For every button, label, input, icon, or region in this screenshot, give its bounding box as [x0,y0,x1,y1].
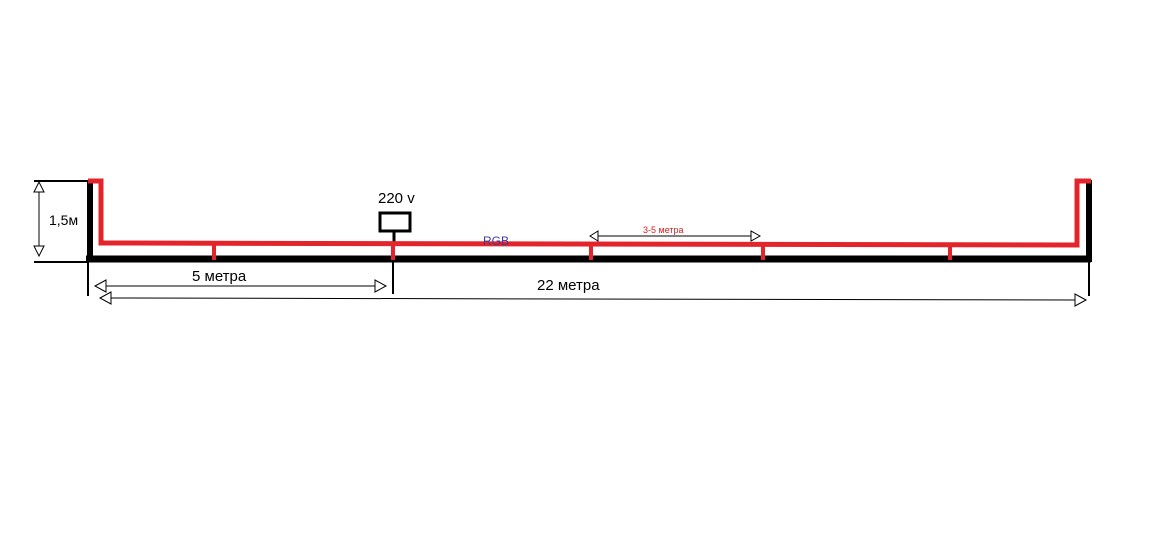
total-length-arrow-shaft [109,297,1078,301]
left-distance-arrow-left-icon [93,279,107,293]
height-arrow-up-icon [33,180,45,193]
spacing-arrow-right-icon [750,230,762,242]
left-distance-arrow-right-icon [374,279,388,293]
spacing-label: 3-5 метра [643,225,684,235]
voltage-label: 220 v [378,190,415,207]
rgb-label: RGB [483,234,509,248]
height-label: 1,5м [49,212,78,228]
total-length-label: 22 метра [537,277,600,294]
total-length-arrow-left-icon [98,291,112,305]
left-distance-label: 5 метра [192,268,247,285]
spacing-arrow-left-icon [589,230,599,242]
power-supply-box [378,211,412,233]
height-arrow-down-icon [33,245,45,258]
total-length-arrow-right-icon [1074,293,1088,307]
